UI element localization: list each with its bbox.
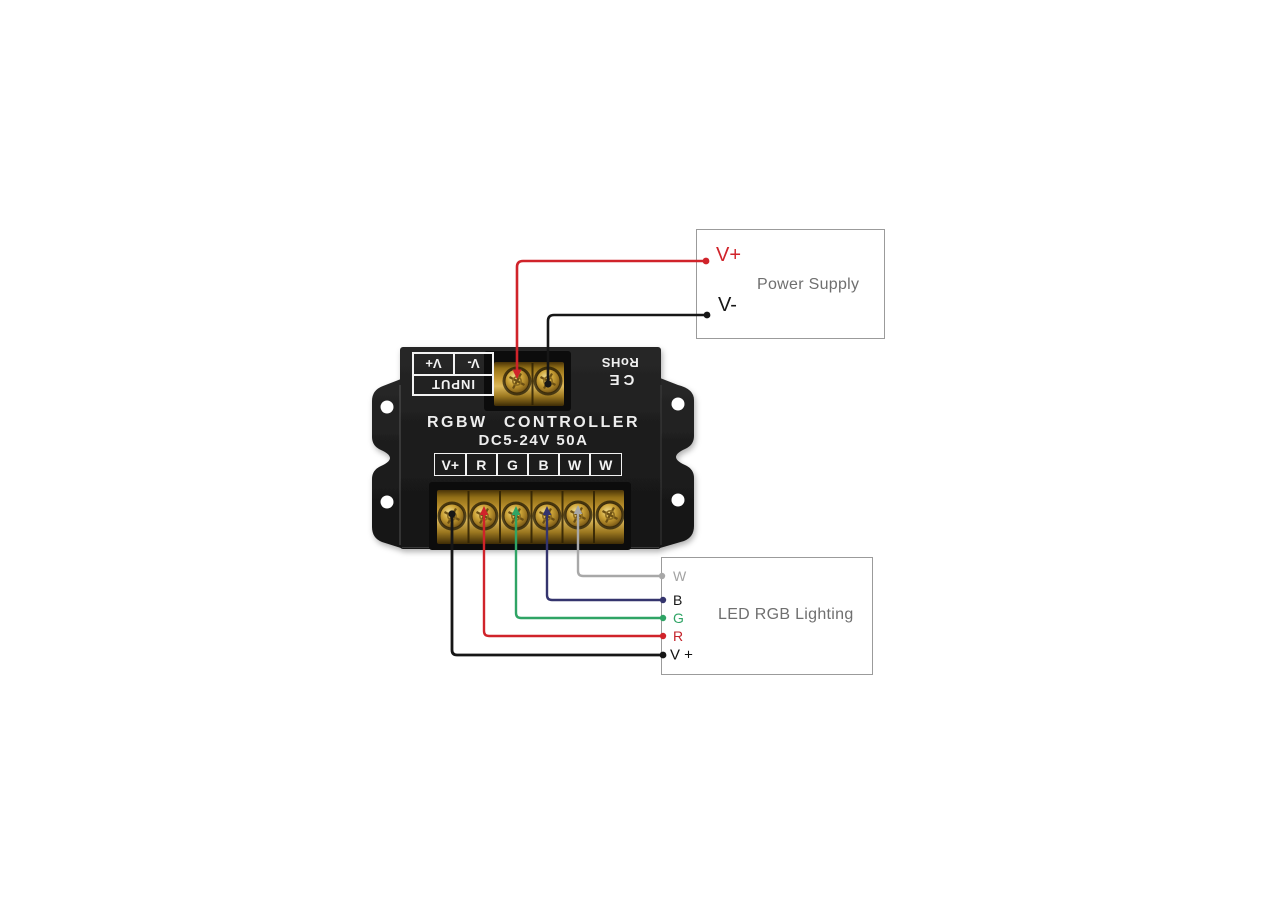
output-screw-b [531, 500, 563, 532]
output-screw-r [468, 500, 500, 532]
input-terminal-block [484, 351, 571, 411]
ce-mark-icon: CE [605, 371, 635, 388]
output-screw-w1 [562, 499, 594, 531]
input-label-plate: INPUT V- V+ [412, 352, 494, 396]
wire-led-b [542, 506, 667, 604]
led-wire-label-g: G [673, 610, 684, 626]
output-screw-w2 [594, 499, 626, 531]
power-supply-vminus-label: V- [718, 294, 737, 316]
power-supply-title: Power Supply [757, 276, 860, 293]
led-wire-label-r: R [673, 628, 684, 644]
controller-left-ear [372, 379, 401, 548]
power-supply-box [696, 229, 885, 339]
output-screw-vplus [436, 500, 468, 532]
led-wire-label-vplus: V + [670, 646, 693, 664]
led-wire-label-w: W [673, 568, 687, 584]
mounting-hole [671, 397, 685, 411]
led-lighting-box [661, 557, 873, 675]
certification-marks: CE RoHS [597, 351, 643, 388]
rohs-mark: RoHS [601, 355, 639, 370]
input-label: INPUT [414, 374, 492, 394]
input-screw-vminus [532, 365, 564, 397]
mounting-hole [380, 495, 394, 509]
device-spec: DC5-24V 50A [478, 432, 589, 449]
device-title: RGBW CONTROLLER [427, 414, 640, 432]
output-terminal-block [429, 482, 631, 550]
output-label-vplus: V+ [434, 453, 467, 476]
device-title-right: CONTROLLER [503, 414, 640, 431]
output-label-w1: W [558, 453, 591, 476]
device-title-left: RGBW [427, 414, 488, 431]
input-vminus-label: V- [453, 354, 492, 374]
led-lighting-title: LED RGB Lighting [718, 606, 854, 623]
output-terminal-labels: V+ R G B W W [434, 453, 622, 476]
led-wire-label-b: B [673, 592, 683, 608]
wire-led-g [511, 506, 667, 622]
mounting-hole [380, 400, 394, 414]
output-label-b: B [527, 453, 560, 476]
output-label-w2: W [589, 453, 622, 476]
output-label-r: R [465, 453, 498, 476]
input-vplus-label: V+ [425, 356, 442, 372]
output-label-g: G [496, 453, 529, 476]
power-supply-vplus-label: V+ [716, 244, 742, 266]
controller-right-ear [660, 378, 694, 548]
output-screw-g [500, 500, 532, 532]
wire-led-w [573, 505, 666, 580]
wire-led-r [479, 506, 667, 640]
wire-led-vplus [448, 510, 667, 659]
mounting-hole [671, 493, 685, 507]
input-screw-vplus [501, 365, 533, 397]
